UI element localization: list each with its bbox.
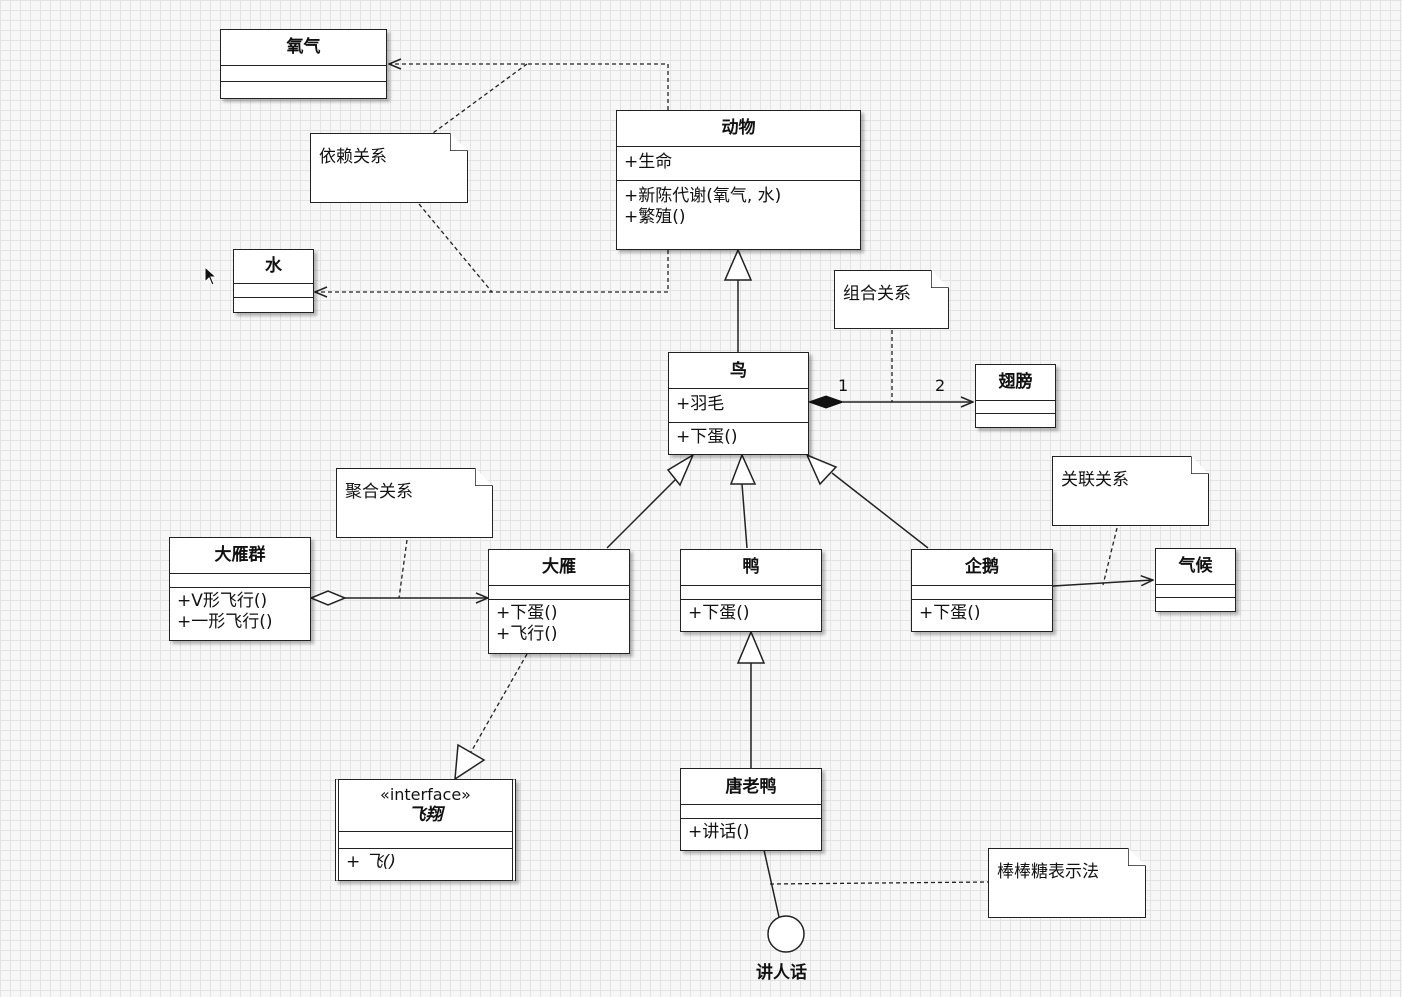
class-name: 翅膀 xyxy=(976,365,1055,401)
note-anchor-lollipop xyxy=(769,881,989,885)
association-line xyxy=(1052,580,1153,587)
class-name: 动物 xyxy=(617,111,860,147)
class-attributes: +生命 xyxy=(617,147,860,181)
class-name: 气候 xyxy=(1156,549,1235,585)
note-composition[interactable]: 组合关系 xyxy=(834,270,949,329)
class-operations: + 飞() xyxy=(339,849,512,873)
class-operations xyxy=(234,298,313,311)
note-association[interactable]: 关联关系 xyxy=(1052,456,1209,526)
interface-fly[interactable]: «interface» 飞翔 + 飞() xyxy=(335,779,516,881)
operation: +下蛋() xyxy=(688,603,750,623)
class-climate[interactable]: 气候 xyxy=(1155,548,1236,612)
class-name: 鸭 xyxy=(681,550,821,586)
lollipop-circle xyxy=(767,915,805,953)
composition-diamond xyxy=(807,395,845,409)
mouse-pointer-icon xyxy=(204,266,218,286)
class-name: 唐老鸭 xyxy=(681,769,821,805)
dependency-line-oxygen xyxy=(389,64,669,110)
interface-stereotype: «interface» xyxy=(380,785,471,804)
class-attributes xyxy=(976,401,1055,414)
dependency-lines xyxy=(315,63,1118,885)
class-penguin[interactable]: 企鹅 +下蛋() xyxy=(911,549,1053,632)
operation: +飞行() xyxy=(496,624,558,644)
operation: +下蛋() xyxy=(919,603,981,623)
note-anchor-dependency-bottom xyxy=(418,203,493,293)
class-attributes: +羽毛 xyxy=(669,389,808,423)
class-name: 鸟 xyxy=(669,353,808,389)
note-dependency[interactable]: 依赖关系 xyxy=(310,133,468,203)
note-anchor-aggregation xyxy=(398,539,408,599)
operation: +新陈代谢(氧气, 水) xyxy=(624,186,782,206)
operation: +讲话() xyxy=(688,822,750,842)
class-attributes xyxy=(681,805,821,819)
class-operations: +V形飞行() +一形飞行() xyxy=(170,588,310,633)
class-wing[interactable]: 翅膀 xyxy=(975,364,1056,428)
generalization-lines xyxy=(606,280,929,768)
operation: +一形飞行() xyxy=(177,612,273,632)
attribute: +生命 xyxy=(624,152,673,172)
class-attributes xyxy=(681,586,821,600)
class-attributes xyxy=(170,574,310,588)
note-anchor-dependency-top xyxy=(432,63,528,134)
operation: +下蛋() xyxy=(496,603,558,623)
generalization-arrowheads xyxy=(666,248,838,664)
class-operations: +下蛋() xyxy=(681,600,821,624)
class-operations: +下蛋() xyxy=(669,423,808,448)
class-operations: +新陈代谢(氧气, 水) +繁殖() xyxy=(617,181,860,228)
class-name: 飞翔 xyxy=(408,805,443,825)
class-name: 企鹅 xyxy=(912,550,1052,586)
lollipop-stem xyxy=(763,849,780,918)
class-operations xyxy=(221,82,386,98)
note-lollipop[interactable]: 棒棒糖表示法 xyxy=(988,848,1146,918)
lollipop-interface-label: 讲人话 xyxy=(756,963,807,983)
note-text: 棒棒糖表示法 xyxy=(997,862,1099,882)
realization-arrowhead xyxy=(454,743,486,781)
class-donald-duck[interactable]: 唐老鸭 +讲话() xyxy=(680,768,822,851)
note-anchor-association xyxy=(1102,527,1118,586)
class-bird[interactable]: 鸟 +羽毛 +下蛋() xyxy=(668,352,809,455)
class-goose[interactable]: 大雁 +下蛋() +飞行() xyxy=(488,549,630,654)
class-attributes xyxy=(221,66,386,82)
operation: +V形飞行() xyxy=(177,591,268,611)
class-duck[interactable]: 鸭 +下蛋() xyxy=(680,549,822,632)
class-attributes xyxy=(912,586,1052,600)
dependency-line-water xyxy=(315,250,669,292)
note-text: 组合关系 xyxy=(843,284,911,304)
class-operations: +下蛋() xyxy=(912,600,1052,624)
class-operations: +下蛋() +飞行() xyxy=(489,600,629,645)
attribute: +羽毛 xyxy=(676,394,725,414)
class-animal[interactable]: 动物 +生命 +新陈代谢(氧气, 水) +繁殖() xyxy=(616,110,861,250)
class-name: 大雁群 xyxy=(170,538,310,574)
operation: + 飞() xyxy=(346,852,396,872)
note-text: 关联关系 xyxy=(1061,470,1129,490)
note-text: 依赖关系 xyxy=(319,147,387,167)
class-name: 水 xyxy=(234,250,313,284)
operation: +下蛋() xyxy=(676,427,738,447)
class-goose-flock[interactable]: 大雁群 +V形飞行() +一形飞行() xyxy=(169,537,311,641)
class-attributes xyxy=(489,586,629,600)
multiplicity-wing: 2 xyxy=(935,376,946,395)
aggregation-diamond xyxy=(309,590,347,606)
note-text: 聚合关系 xyxy=(345,482,413,502)
class-attributes xyxy=(1156,585,1235,598)
class-name: 氧气 xyxy=(221,30,386,66)
class-attributes xyxy=(339,832,512,849)
class-operations: +讲话() xyxy=(681,819,821,843)
note-aggregation[interactable]: 聚合关系 xyxy=(336,468,493,538)
class-operations xyxy=(976,414,1055,426)
interface-header: «interface» 飞翔 xyxy=(339,780,512,832)
class-name: 大雁 xyxy=(489,550,629,586)
class-operations xyxy=(1156,598,1235,610)
multiplicity-bird: 1 xyxy=(838,376,849,395)
class-oxygen[interactable]: 氧气 xyxy=(220,29,387,99)
class-water[interactable]: 水 xyxy=(233,249,314,313)
realization-line xyxy=(470,653,528,753)
operation: +繁殖() xyxy=(624,207,686,227)
class-attributes xyxy=(234,284,313,298)
